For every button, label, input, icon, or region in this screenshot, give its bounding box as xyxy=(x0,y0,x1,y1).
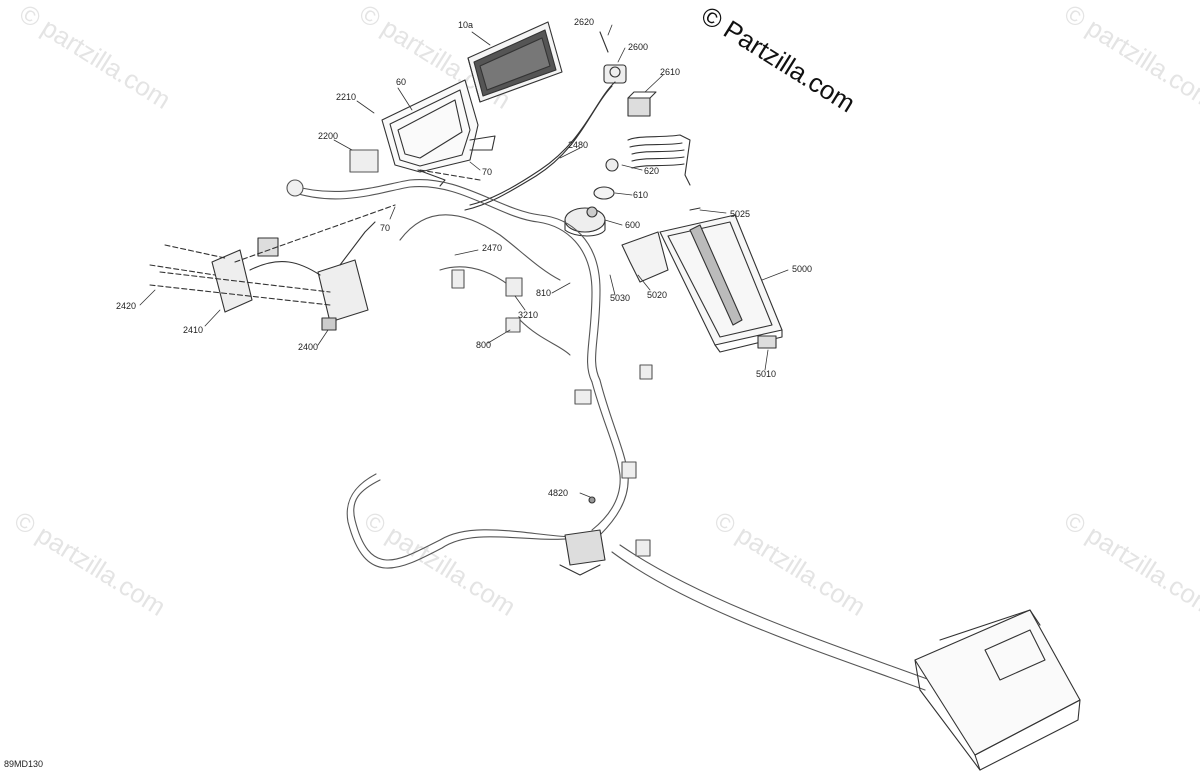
callout-610: 610 xyxy=(633,190,649,200)
callout-3210: 3210 xyxy=(518,310,539,320)
callout-5030: 5030 xyxy=(610,293,631,303)
callout-5000: 5000 xyxy=(792,264,813,274)
callout-2210: 2210 xyxy=(336,92,357,102)
leader-lines-dashed xyxy=(149,169,481,306)
callout-2480: 2480 xyxy=(568,140,589,150)
diagram-code: 89MD130 xyxy=(4,759,44,769)
battery-box xyxy=(914,609,1081,771)
sensor-4820 xyxy=(559,496,606,576)
callout-4820: 4820 xyxy=(548,488,569,498)
cable-2480 xyxy=(464,81,616,211)
callout-800: 800 xyxy=(476,340,492,350)
callout-620: 620 xyxy=(644,166,660,176)
callout-600: 600 xyxy=(625,220,641,230)
main-harness xyxy=(286,149,931,691)
callout-2470: 2470 xyxy=(482,243,503,253)
callout-2620: 2620 xyxy=(574,17,595,27)
key-switch xyxy=(564,186,615,237)
callout-2410: 2410 xyxy=(183,325,204,335)
instrument-cluster xyxy=(467,21,563,103)
ecu-module xyxy=(659,207,783,353)
callout-5020: 5020 xyxy=(647,290,668,300)
callout-10a: 10a xyxy=(458,20,474,30)
callout-5010: 5010 xyxy=(756,369,777,379)
callout-810: 810 xyxy=(536,288,552,298)
callout-2200: 2200 xyxy=(318,131,339,141)
callout-5025: 5025 xyxy=(730,209,751,219)
callout-2600: 2600 xyxy=(628,42,649,52)
bracket-5020 xyxy=(621,231,669,283)
callout-70-b: 70 xyxy=(380,223,391,233)
leader-lines xyxy=(139,24,789,498)
callout-2420: 2420 xyxy=(116,301,137,311)
callout-2400: 2400 xyxy=(298,342,319,352)
ignition-switch-parts xyxy=(599,31,657,117)
handlebar-switch xyxy=(211,221,376,331)
callout-70: 70 xyxy=(482,167,493,177)
callout-60: 60 xyxy=(396,77,407,87)
callout-2610: 2610 xyxy=(660,67,681,77)
cluster-bezel xyxy=(381,79,496,187)
lanyard-coil xyxy=(605,134,691,186)
